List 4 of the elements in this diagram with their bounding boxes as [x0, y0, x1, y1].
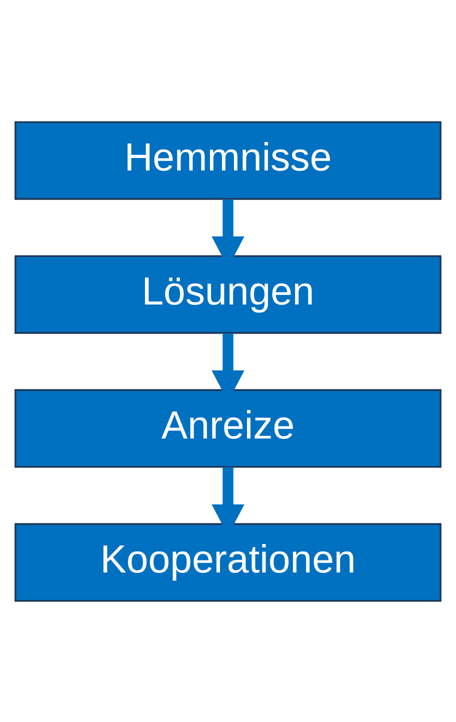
node-box: Hemmnisse — [14, 120, 442, 200]
node-box: Kooperationen — [14, 522, 442, 602]
node-box: Anreize — [14, 388, 442, 468]
node-box: Lösungen — [14, 254, 442, 334]
